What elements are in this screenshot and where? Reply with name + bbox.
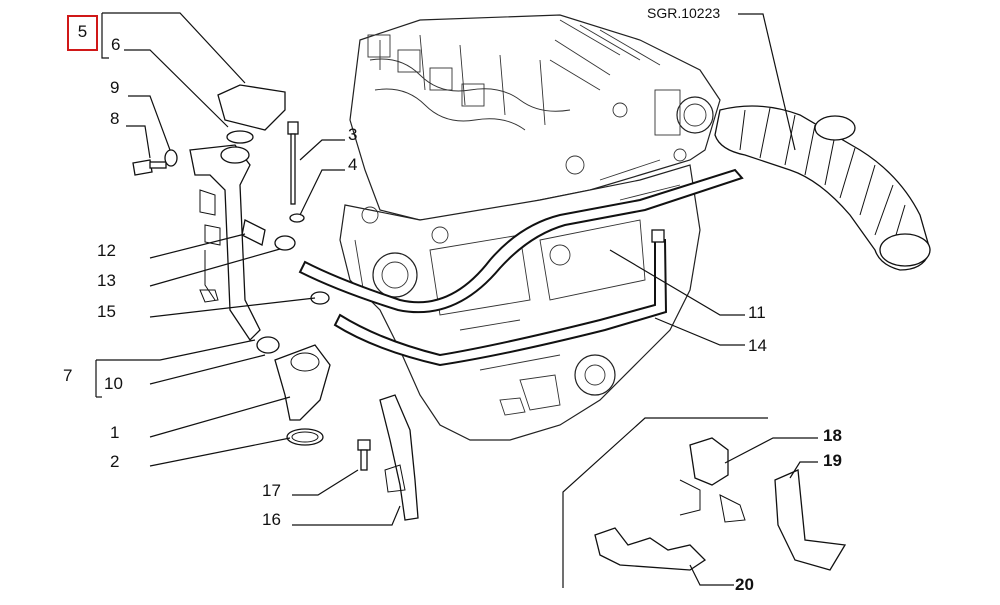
- callout-14[interactable]: 14: [748, 336, 767, 355]
- callout-16[interactable]: 16: [262, 510, 281, 529]
- drawing-reference: SGR.10223: [647, 5, 721, 21]
- callout-19[interactable]: 19: [823, 451, 842, 470]
- callout-3[interactable]: 3: [348, 125, 358, 144]
- callout-6[interactable]: 6: [111, 35, 121, 54]
- callout-5-highlighted[interactable]: 5: [67, 15, 98, 51]
- engine-block: [339, 14, 721, 441]
- callout-20[interactable]: 20: [735, 575, 754, 594]
- callout-11[interactable]: 11: [748, 303, 766, 322]
- hose-14: [333, 229, 668, 367]
- callout-1[interactable]: 1: [110, 423, 120, 442]
- callout-15[interactable]: 15: [97, 302, 116, 321]
- callout-4[interactable]: 4: [348, 155, 358, 174]
- callout-7[interactable]: 7: [63, 366, 73, 385]
- callout-12[interactable]: 12: [97, 241, 116, 260]
- callout-17[interactable]: 17: [262, 481, 281, 500]
- leader-lines: [95, 12, 818, 586]
- callout-13[interactable]: 13: [97, 271, 116, 290]
- air-intake-hose: [714, 105, 931, 271]
- water-pipe-assembly: [132, 84, 419, 521]
- callout-2[interactable]: 2: [110, 452, 120, 471]
- clips-group: [562, 417, 847, 588]
- hose-11: [298, 168, 744, 314]
- callout-10[interactable]: 10: [104, 374, 123, 393]
- callout-18[interactable]: 18: [823, 426, 842, 445]
- callout-9[interactable]: 9: [110, 78, 120, 97]
- callout-8[interactable]: 8: [110, 109, 120, 128]
